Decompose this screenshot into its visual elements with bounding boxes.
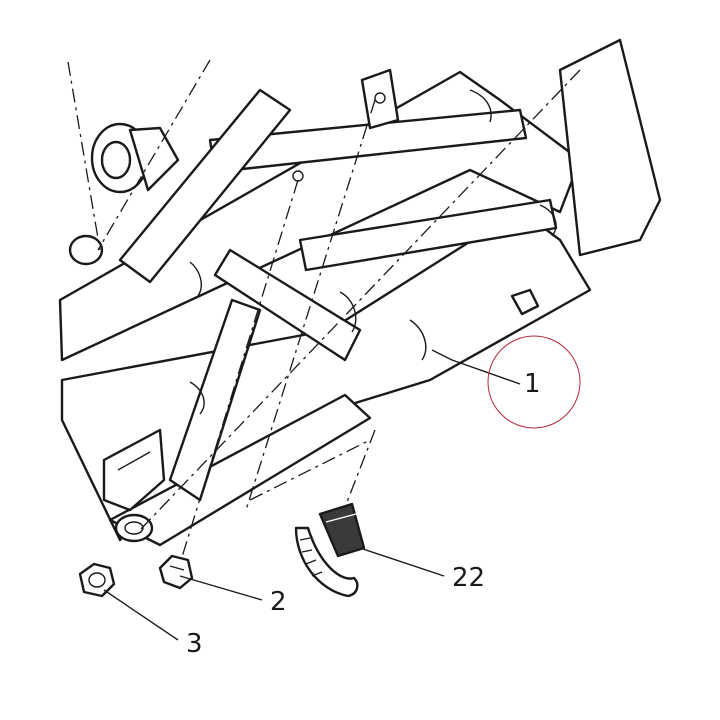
callout-highlight-circle (487, 335, 581, 429)
flange-nut (78, 562, 116, 598)
callout-22: 22 (452, 563, 485, 593)
leader-lines (103, 349, 521, 641)
callout-2: 2 (270, 587, 287, 617)
callout-1: 1 (524, 369, 541, 399)
motorcycle-frame (58, 38, 662, 547)
assembly-centerlines (67, 59, 581, 571)
clip (158, 554, 194, 590)
callout-3: 3 (186, 629, 203, 659)
cable-tie (294, 502, 366, 598)
